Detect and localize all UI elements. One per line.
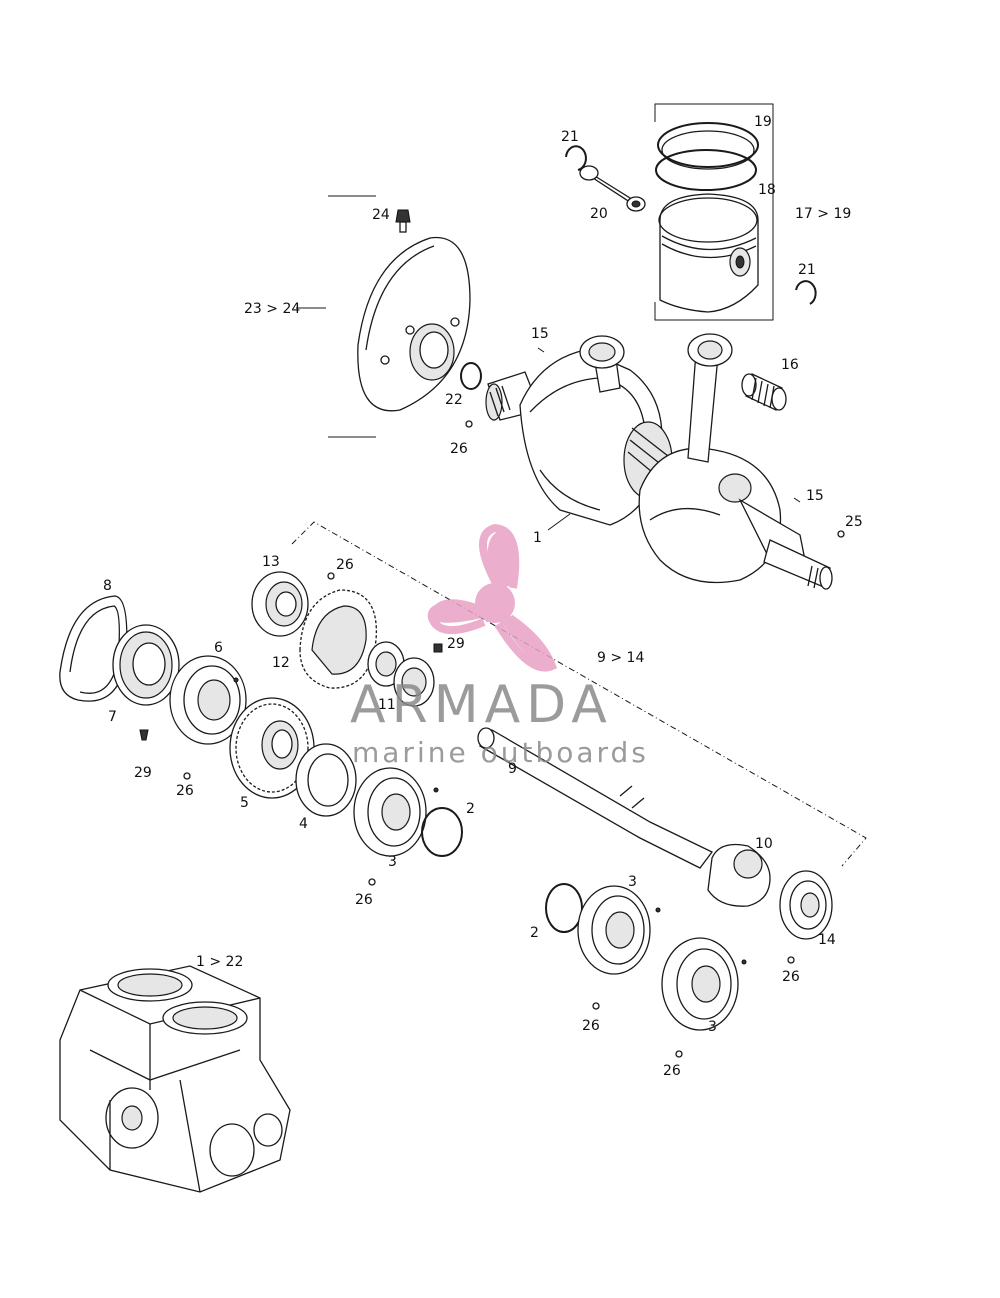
callout-26-bottom: 26 <box>663 1063 681 1079</box>
callout-16: 16 <box>781 357 799 373</box>
callout-26-gear: 26 <box>336 557 354 573</box>
callout-29-right: 29 <box>447 636 465 652</box>
balance-shaft-assembly <box>59 521 867 1058</box>
brand-name: ARMADA <box>350 675 613 735</box>
callout-19: 19 <box>754 114 772 130</box>
callout-29-left: 29 <box>134 765 152 781</box>
callout-2-top: 2 <box>466 801 475 817</box>
callout-3-top: 3 <box>388 854 397 870</box>
armada-watermark: ARMADA marine outboards <box>350 523 649 769</box>
callout-7: 7 <box>108 709 117 725</box>
brand-tagline: marine outboards <box>352 736 649 769</box>
callout-3-bottom: 3 <box>708 1019 717 1035</box>
callout-1-22: 1 > 22 <box>196 954 243 970</box>
callout-21-right: 21 <box>798 262 816 278</box>
callout-23-24: 23 > 24 <box>244 301 300 317</box>
callout-21-top: 21 <box>561 129 579 145</box>
rotary-valve-disk <box>328 195 471 438</box>
callout-9: 9 <box>508 761 517 777</box>
callout-labels: 19 18 21 20 17 > 19 21 24 23 > 24 15 16 … <box>103 114 863 1079</box>
callout-1: 1 <box>533 530 542 546</box>
callout-10: 10 <box>755 836 773 852</box>
callout-26-bearing: 26 <box>176 783 194 799</box>
callout-5: 5 <box>240 795 249 811</box>
callout-4: 4 <box>299 816 308 832</box>
crankshaft <box>460 333 845 590</box>
callout-18: 18 <box>758 182 776 198</box>
gear-12 <box>299 589 377 689</box>
callout-24: 24 <box>372 207 390 223</box>
leader-lines <box>296 307 571 531</box>
callout-6: 6 <box>214 640 223 656</box>
callout-9-14: 9 > 14 <box>597 650 644 666</box>
callout-3-mid: 3 <box>628 874 637 890</box>
callout-13: 13 <box>262 554 280 570</box>
callout-14: 14 <box>818 932 836 948</box>
callout-20: 20 <box>590 206 608 222</box>
callout-17-19: 17 > 19 <box>795 206 851 222</box>
callout-26-lower: 26 <box>355 892 373 908</box>
callout-8: 8 <box>103 578 112 594</box>
callout-25: 25 <box>845 514 863 530</box>
callout-22: 22 <box>445 392 463 408</box>
propeller-logo <box>427 523 558 672</box>
callout-15-top: 15 <box>531 326 549 342</box>
callout-12: 12 <box>272 655 290 671</box>
engine-block-thumbnail <box>59 965 291 1193</box>
callout-26-crank: 26 <box>450 441 468 457</box>
callout-15-right: 15 <box>806 488 824 504</box>
callout-11: 11 <box>378 697 396 713</box>
piston-group <box>565 103 817 321</box>
callout-2-bottom: 2 <box>530 925 539 941</box>
callout-26-bottom-mid: 26 <box>582 1018 600 1034</box>
callout-26-right: 26 <box>782 969 800 985</box>
